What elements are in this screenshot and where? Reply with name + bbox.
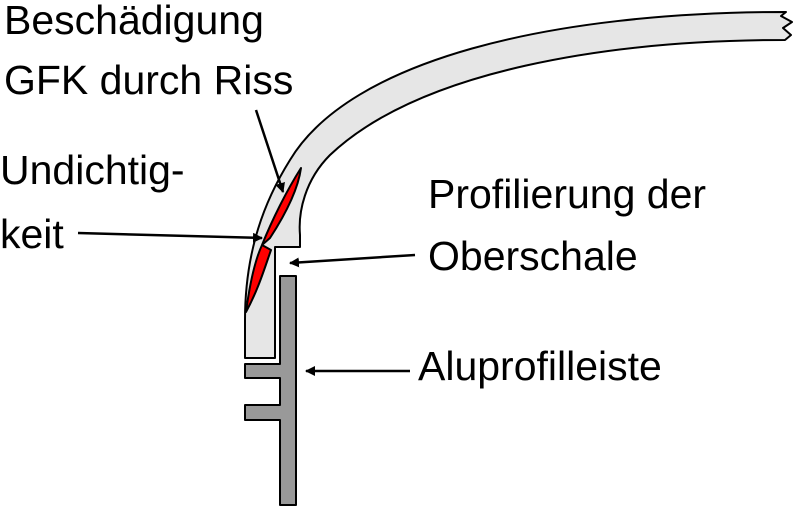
label-profile-line1: Profilierung der [428, 171, 707, 217]
aluminium-profile [244, 275, 297, 506]
crack-damage [245, 167, 302, 313]
label-leak-line1: Undichtig- [0, 147, 185, 193]
label-damage-line1: Beschädigung [4, 0, 264, 43]
gfk-shell [244, 11, 793, 359]
arrow-profile [289, 253, 416, 268]
label-damage-line2: GFK durch Riss [4, 57, 294, 103]
label-leak-line2: keit [0, 211, 64, 257]
label-profile-line2: Oberschale [428, 233, 638, 279]
arrow-damage [254, 109, 285, 193]
arrow-leak [77, 231, 263, 243]
label-aluminium: Aluprofilleiste [418, 343, 662, 389]
